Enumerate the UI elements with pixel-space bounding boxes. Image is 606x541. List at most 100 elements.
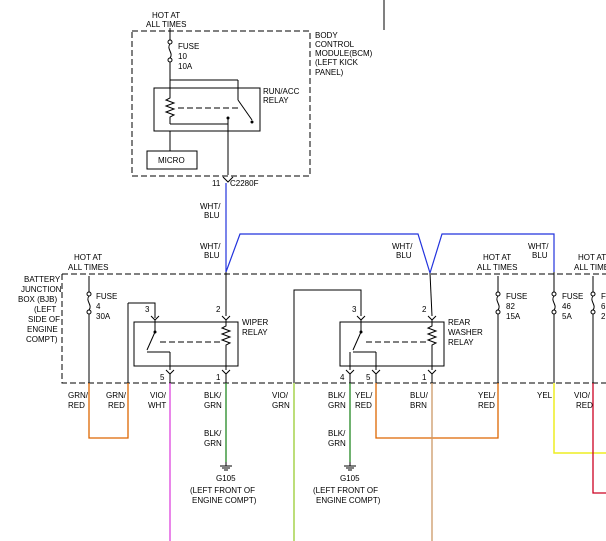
wiper-relay-l1: WIPER	[242, 318, 268, 327]
wire-yel-label: YEL	[537, 391, 553, 400]
bjb-name-l2: JUNCTION	[21, 285, 62, 294]
bjb-box	[61, 273, 606, 384]
fuse-46-l1: FUSE	[562, 292, 583, 301]
ground-1-loc-l1: (LEFT FRONT OF	[190, 486, 255, 495]
micro-label: MICRO	[158, 156, 185, 165]
ground-2-loc-l1: (LEFT FRONT OF	[313, 486, 378, 495]
fuse-4-l1: FUSE	[96, 292, 117, 301]
fuse-46-l3: 5A	[562, 312, 572, 321]
micro-box	[146, 150, 198, 170]
ground-2-loc-l2: ENGINE COMPT)	[316, 496, 381, 505]
fuse-4-l2: 4	[96, 302, 101, 311]
fuse-edge-icon	[591, 295, 595, 311]
bjb-name-l4: (LEFT	[34, 305, 56, 314]
run-acc-coil-icon	[164, 94, 176, 124]
bcm-module-line2: CONTROL	[315, 40, 355, 49]
ground-g105-left-icon	[220, 462, 232, 471]
ground-1-loc-l2: ENGINE COMPT)	[192, 496, 257, 505]
c2280f-connector-icon	[222, 176, 234, 183]
ground-1-id: G105	[216, 474, 236, 483]
bjb-hot-right-l2: ALL TIMES	[574, 263, 606, 272]
fuse-edge-l1: F	[601, 292, 606, 301]
wire-blk-grn-4-l2: GRN	[328, 439, 346, 448]
fuse-82-l2: 82	[506, 302, 515, 311]
wire-vio-wht-l2: WHT	[148, 401, 166, 410]
rear-pin-2: 2	[422, 305, 427, 314]
bcm-fuse-line1: FUSE	[178, 42, 199, 51]
wire-yel-red-1-l2: RED	[355, 401, 372, 410]
wiper-pin-2: 2	[216, 305, 221, 314]
wire-blk-grn-3-l2: GRN	[328, 401, 346, 410]
fuse-edge-l2: 6	[601, 302, 606, 311]
wiper-pin-3: 3	[145, 305, 150, 314]
wire-vio-edge-l1: VIO/	[574, 391, 591, 400]
wiper-switch-icon	[146, 331, 156, 351]
rear-pin-5: 5	[366, 373, 371, 382]
wire-yel	[553, 383, 606, 454]
bjb-name-l7: COMPT)	[26, 335, 58, 344]
wire-vio-grn-l1: VIO/	[272, 391, 289, 400]
wire-grn-red-loop	[88, 383, 129, 439]
wire-vio-red-edge	[592, 383, 606, 494]
bcm-module-line3: MODULE(BCM)	[315, 49, 373, 58]
rear-relay-l1: REAR	[448, 318, 470, 327]
wire-yel-red-1-l1: YEL/	[355, 391, 373, 400]
wire-wht-blu-1-l1: WHT/	[200, 202, 221, 211]
bcm-section: HOT AT ALL TIMES BODY CONTROL MODULE(BCM…	[131, 11, 373, 188]
fuse-46-icon	[552, 295, 556, 311]
bcm-connector-label: C2280F	[230, 179, 259, 188]
fuse-82-l3: 15A	[506, 312, 521, 321]
bjb-name-l1: BATTERY	[24, 275, 61, 284]
bjb-hot-right-l1: HOT AT	[578, 253, 606, 262]
bcm-fuse-line3: 10A	[178, 62, 193, 71]
rear-relay-l2: WASHER	[448, 328, 483, 337]
bjb-name-l5: SIDE OF	[28, 315, 60, 324]
wire-wht-blu-4-l1: WHT/	[528, 242, 549, 251]
run-acc-relay-line1: RUN/ACC	[263, 87, 300, 96]
wire-yel-red-2-l1: YEL/	[478, 391, 496, 400]
rear-relay-l3: RELAY	[448, 338, 474, 347]
fuse-82-icon	[496, 295, 500, 311]
rear-switch-icon	[352, 331, 362, 351]
wire-wht-blu-1-l2: BLU	[204, 211, 220, 220]
wiper-relay-box	[133, 321, 239, 367]
fuse-4-icon	[87, 295, 91, 311]
bcm-fuse-line2: 10	[178, 52, 187, 61]
rear-washer-relay-box	[339, 321, 445, 367]
wire-wht-blu-2-l1: WHT/	[200, 242, 221, 251]
wire-vio-grn-l2: GRN	[272, 401, 290, 410]
bjb-name-l3: BOX (BJB)	[18, 295, 57, 304]
blue-wires: WHT/ BLU WHT/ BLU WHT/ BLU WHT/ BLU	[200, 183, 555, 274]
wire-yel-red-2-l2: RED	[478, 401, 495, 410]
bjb-hot-mid-l2: ALL TIMES	[477, 263, 517, 272]
bjb-hot-left-l2: ALL TIMES	[68, 263, 108, 272]
bcm-fuse-top-terminal	[167, 39, 173, 45]
wire-wht-blu-right	[429, 233, 555, 274]
run-acc-switch-icon	[237, 99, 253, 121]
wire-wht-blu-main	[225, 183, 431, 274]
wire-wht-blu-3-l1: WHT/	[392, 242, 413, 251]
wire-blk-grn-2-l1: BLK/	[204, 429, 222, 438]
rear-coil-icon	[426, 320, 438, 352]
bjb-hot-left-l1: HOT AT	[74, 253, 102, 262]
wire-blu-brn-l1: BLU/	[410, 391, 429, 400]
wiper-coil-icon	[220, 320, 232, 352]
fuse-46-l2: 46	[562, 302, 571, 311]
wiper-relay-l2: RELAY	[242, 328, 268, 337]
fuse-82-l1: FUSE	[506, 292, 527, 301]
wire-blk-grn-2-l2: GRN	[204, 439, 222, 448]
ground-g105-right-icon	[344, 462, 356, 471]
fuse-edge-l3: 2	[601, 312, 606, 321]
run-acc-relay-line2: RELAY	[263, 96, 289, 105]
bcm-module-line5: PANEL)	[315, 68, 344, 77]
wire-wht-blu-4-l2: BLU	[532, 251, 548, 260]
run-acc-relay-box	[153, 87, 261, 132]
bcm-module-line4: (LEFT KICK	[315, 58, 359, 67]
bjb-hot-mid-l1: HOT AT	[483, 253, 511, 262]
fuse-4-l3: 30A	[96, 312, 111, 321]
wire-blu-brn-l2: BRN	[410, 401, 427, 410]
wire-vio-edge-l2: RED	[576, 401, 593, 410]
bcm-hot-line1: HOT AT	[152, 11, 180, 20]
